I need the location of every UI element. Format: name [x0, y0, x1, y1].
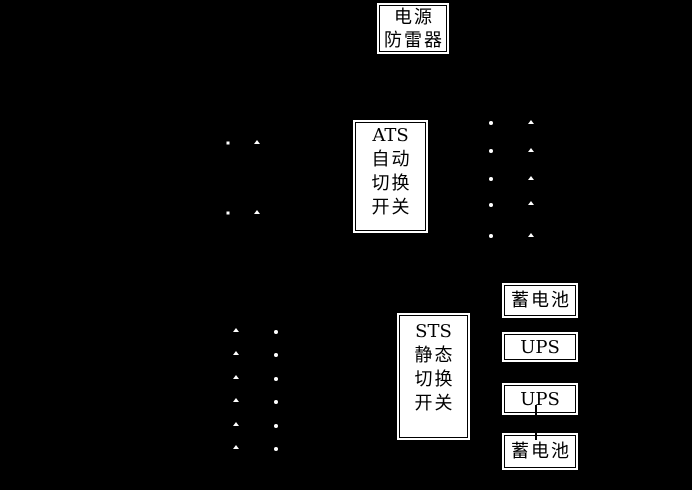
arrowhead-marker — [233, 328, 239, 332]
battery-bottom-box: 蓄电池 — [502, 433, 578, 470]
connection-node-marker — [274, 447, 278, 451]
ats-label-line-4: 开关 — [371, 197, 412, 218]
connector-line-stub — [535, 433, 537, 440]
sts-label-line-4: 开关 — [414, 393, 455, 414]
sts-label-line-2: 静态 — [414, 345, 455, 366]
battery-top-label: 蓄电池 — [511, 290, 571, 311]
arrowhead-marker — [233, 351, 239, 355]
connector-line-stub — [535, 405, 537, 415]
arrowhead-marker — [233, 445, 239, 449]
surge-protector-box: 电源 防雷器 — [377, 3, 449, 54]
ats-box: ATS 自动 切换 开关 — [353, 120, 428, 233]
connection-node-marker — [274, 330, 278, 334]
arrowhead-marker — [528, 176, 534, 180]
ups-bottom-label: UPS — [520, 388, 560, 410]
connection-node-marker — [274, 353, 278, 357]
connection-node-marker — [226, 211, 230, 215]
battery-bottom-label: 蓄电池 — [511, 441, 571, 462]
sts-label-line-1: STS — [415, 321, 452, 342]
arrowhead-marker — [233, 398, 239, 402]
sts-label-line-3: 切换 — [414, 369, 455, 390]
arrowhead-marker — [528, 148, 534, 152]
arrowhead-marker — [528, 201, 534, 205]
connection-node-marker — [489, 234, 493, 238]
arrowhead-marker — [528, 120, 534, 124]
arrowhead-marker — [233, 422, 239, 426]
connection-node-marker — [489, 177, 493, 181]
connection-node-marker — [274, 400, 278, 404]
arrowhead-marker — [528, 233, 534, 237]
ups-top-box: UPS — [502, 332, 578, 362]
connection-node-marker — [489, 121, 493, 125]
ats-label-line-3: 切换 — [371, 173, 412, 194]
connection-node-marker — [489, 203, 493, 207]
sts-box: STS 静态 切换 开关 — [397, 313, 470, 440]
ats-label-line-2: 自动 — [371, 149, 412, 170]
connection-node-marker — [274, 424, 278, 428]
arrowhead-marker — [254, 140, 260, 144]
connection-node-marker — [226, 141, 230, 145]
surge-protector-label-line-1: 电源 — [394, 7, 434, 28]
battery-top-box: 蓄电池 — [502, 283, 578, 318]
ups-top-label: UPS — [520, 336, 560, 358]
connection-node-marker — [274, 377, 278, 381]
connection-node-marker — [489, 149, 493, 153]
arrowhead-marker — [254, 210, 260, 214]
surge-protector-label-line-2: 防雷器 — [384, 30, 444, 51]
ats-label-line-1: ATS — [372, 125, 409, 146]
ups-bottom-box: UPS — [502, 383, 578, 415]
arrowhead-marker — [233, 375, 239, 379]
